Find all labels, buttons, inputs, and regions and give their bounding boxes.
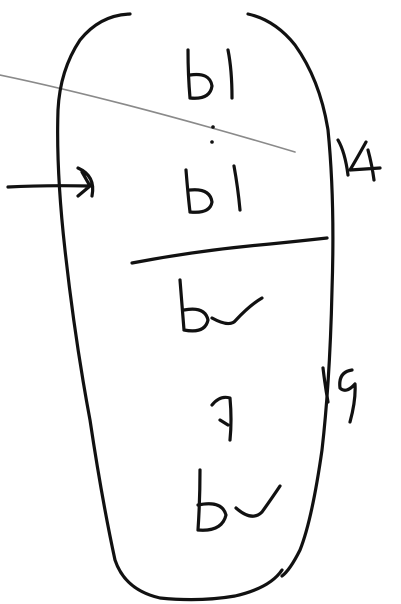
- left-arrow-stroke: [8, 168, 93, 196]
- item-b2-upper: [180, 280, 262, 331]
- faint-diagonal-line: [0, 75, 295, 152]
- outline-right-arc: [248, 14, 333, 576]
- item-b2-lower: [198, 470, 280, 530]
- divider-line: [132, 238, 327, 263]
- item-up-arrow: [212, 397, 231, 440]
- annotation-14: [338, 140, 380, 180]
- item-b1-top: [188, 50, 232, 98]
- item-b1-middle: [186, 166, 240, 212]
